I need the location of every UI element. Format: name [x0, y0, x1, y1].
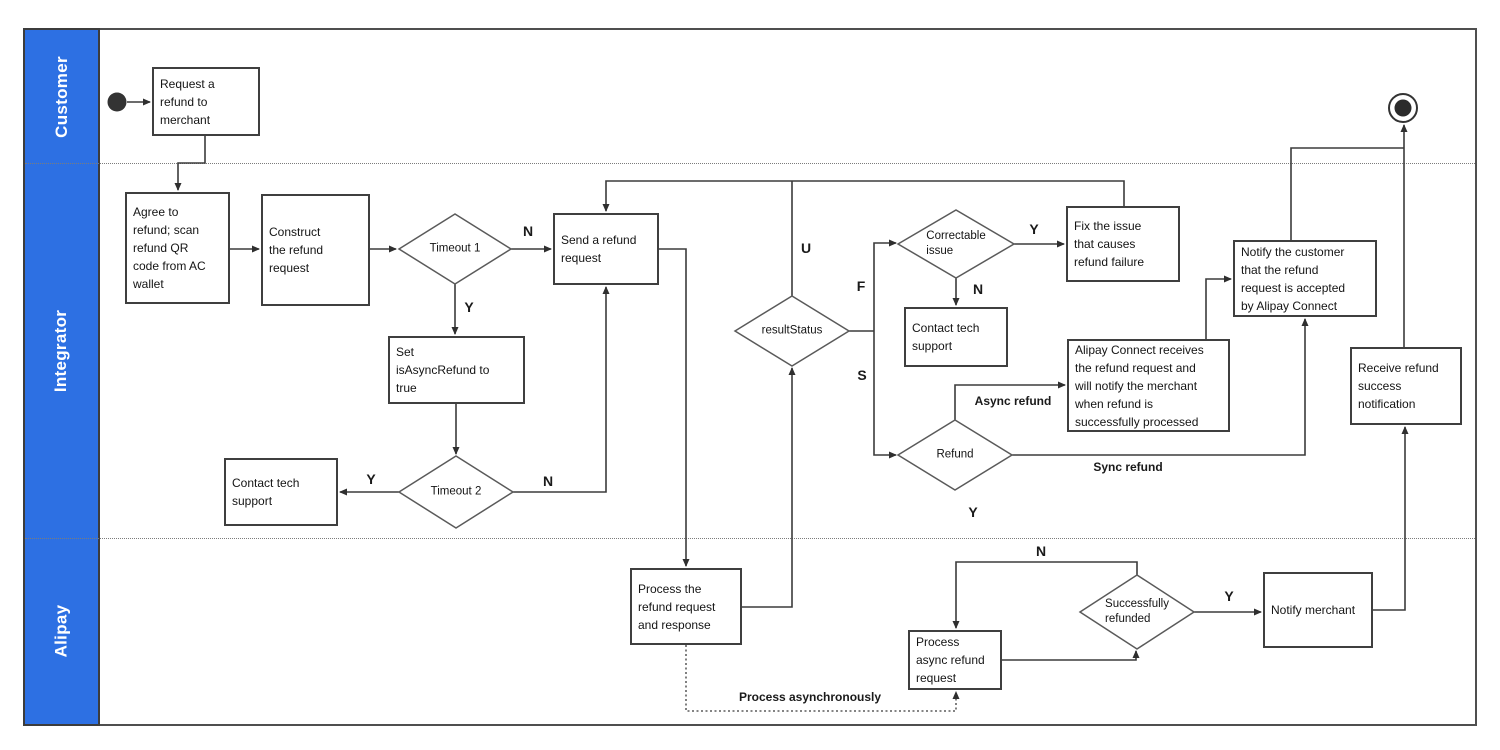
node-fix-issue: Fix the issue that causes refund failure [1066, 206, 1180, 282]
node-label: Fix the issue that causes refund failure [1074, 219, 1145, 269]
decision-label-resultstatus: resultStatus [761, 324, 823, 337]
node-label: Receive refund success notification [1358, 361, 1439, 411]
node-label: Alipay Connect receives the refund reque… [1075, 342, 1204, 429]
node-agree-refund: Agree to refund; scan refund QR code fro… [125, 192, 230, 304]
decision-label-success-refunded: Successfully refunded [1105, 598, 1169, 625]
lane-separator-integrator-alipay [25, 538, 1475, 539]
edge-label-result-u: U [800, 240, 812, 256]
edge-label-timeout2-y: Y [366, 471, 376, 487]
edge-fix-feedback-to-send [602, 180, 1125, 212]
edge-label-result-f: F [856, 278, 866, 294]
decision-label-timeout1: Timeout 1 [429, 242, 481, 255]
node-label: Agree to refund; scan refund QR code fro… [133, 205, 206, 291]
node-process-async-refund: Process async refund request [908, 630, 1002, 690]
node-notify-customer: Notify the customer that the refund requ… [1233, 240, 1377, 317]
node-send-request: Send a refund request [553, 213, 659, 285]
decision-label-refund: Refund [936, 448, 974, 461]
node-receive-notification: Receive refund success notification [1350, 347, 1462, 425]
node-label: Process the refund request and response [638, 581, 716, 632]
edge-process-asynchronously-dotted [685, 645, 960, 712]
end-node-dot-icon [1394, 99, 1412, 117]
edge-send-to-process [659, 248, 690, 567]
node-process-refund: Process the refund request and response [630, 568, 742, 645]
decision-label-timeout2: Timeout 2 [430, 485, 482, 498]
edge-processasync-to-success [1002, 650, 1140, 661]
edge-label-result-s: S [857, 367, 867, 383]
edge-label-async-refund: Async refund [974, 394, 1052, 408]
edge-label-timeout1-n: N [522, 223, 534, 239]
node-construct-request: Construct the refund request [261, 194, 370, 306]
edge-notifymerchant-to-receive [1373, 426, 1409, 611]
edge-label-success-y: Y [1224, 588, 1234, 604]
decision-resultstatus-shape [733, 295, 851, 367]
edge-label-timeout1-y: Y [464, 299, 474, 315]
node-label: Construct the refund request [269, 225, 324, 275]
edge-label-loop-n: N [1035, 543, 1047, 559]
edge-label-correctable-y: Y [1029, 221, 1039, 237]
node-label: Contact tech support [912, 321, 980, 353]
node-label: Notify the customer that the refund requ… [1241, 244, 1346, 313]
edge-label-correctable-n: N [972, 281, 984, 297]
edge-label-timeout2-n: N [542, 473, 554, 489]
decision-timeout1-shape [397, 213, 513, 285]
node-label: Process async refund request [916, 635, 985, 685]
edge-label-sync-refund: Sync refund [1093, 460, 1163, 474]
decision-success-shape [1078, 574, 1196, 650]
node-contact-tech-support-1: Contact tech support [224, 458, 338, 526]
node-label: Send a refund request [561, 233, 637, 265]
decision-correctable-shape [896, 209, 1016, 279]
decision-refund-shape [896, 419, 1014, 491]
edge-request-to-agree [174, 136, 206, 191]
edge-process-to-result [742, 367, 796, 608]
edge-label-process-asynchronously: Process asynchronously [738, 690, 882, 704]
lane-separator-customer-integrator [25, 163, 1475, 164]
node-notify-merchant: Notify merchant [1263, 572, 1373, 648]
node-contact-tech-support-2: Contact tech support [904, 307, 1008, 367]
node-alipay-connect-receives: Alipay Connect receives the refund reque… [1067, 339, 1230, 432]
start-node-icon [107, 92, 127, 112]
decision-timeout2-shape [397, 455, 515, 529]
edge-result-f-to-correctable [873, 239, 897, 331]
edge-success-n-loop [952, 561, 1138, 629]
node-label: Set isAsyncRefund to true [396, 345, 490, 395]
node-label: Contact tech support [232, 476, 300, 508]
edge-timeout2-n-to-send [513, 286, 610, 493]
edge-label-refund-y: Y [968, 504, 978, 520]
node-request-refund: Request a refund to merchant [152, 67, 260, 136]
node-label: Notify merchant [1271, 603, 1356, 617]
edge-acreceives-to-notifycustomer [1205, 275, 1232, 339]
node-label: Request a refund to merchant [160, 76, 215, 127]
edge-refund-async-to-acreceives [954, 381, 1066, 420]
lane-header-column [23, 28, 100, 726]
edge-refund-sync-to-notifycustomer [1012, 318, 1309, 456]
decision-label-correctable-issue: Correctable issue [926, 230, 986, 257]
edge-result-s-to-refund [873, 331, 897, 459]
node-set-isasyncrefund: Set isAsyncRefund to true [388, 336, 525, 404]
edge-notifycustomer-to-end-join [1290, 147, 1404, 240]
